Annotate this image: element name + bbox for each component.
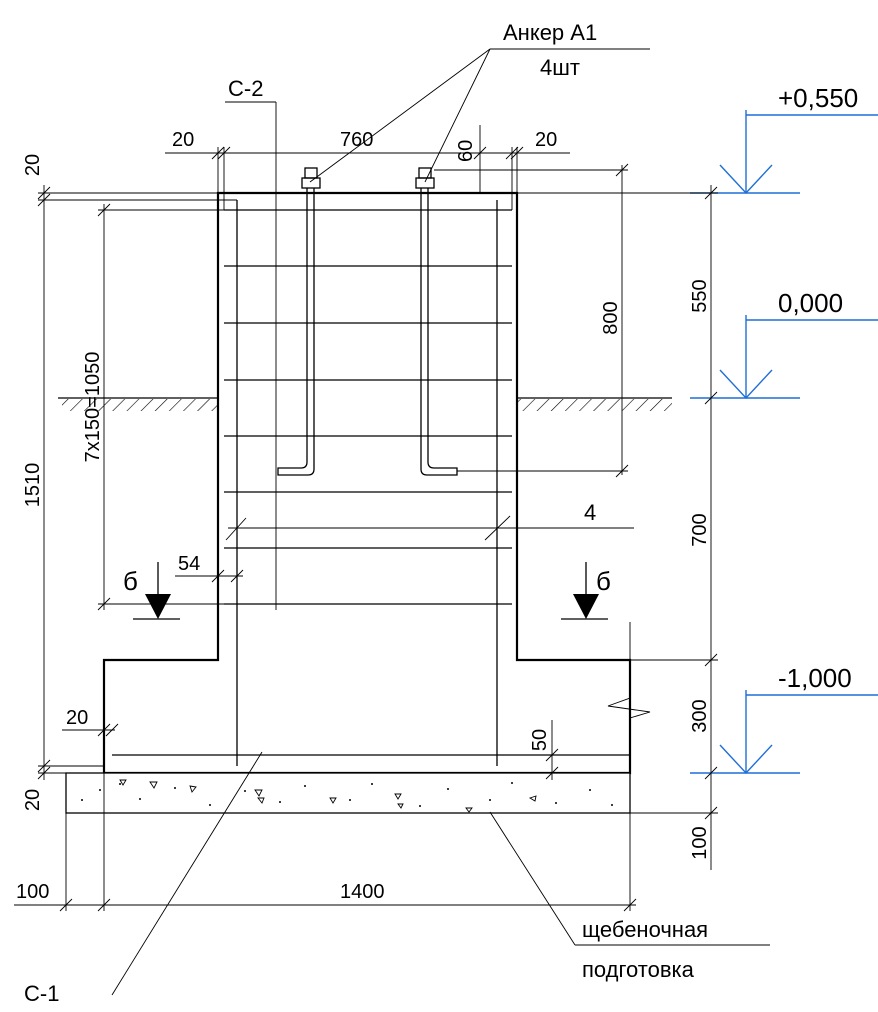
level-bottom-text: -1,000 <box>778 663 852 693</box>
level-ground-text: 0,000 <box>778 288 843 318</box>
position-4-label: 4 <box>584 500 596 525</box>
ground-hatch-right <box>517 399 672 411</box>
dim-side-cover-text: 54 <box>178 553 200 575</box>
dim-anchor-length <box>434 163 629 478</box>
dim-above-ground: 550 <box>689 279 711 312</box>
section-label-left: б <box>123 566 138 596</box>
dim-total-height <box>37 185 237 780</box>
anchor-right <box>415 167 458 476</box>
dim-bottom-chain <box>14 773 637 912</box>
rebar-top-label: С-2 <box>228 76 263 101</box>
dim-anchor-offset: 60 <box>455 140 477 162</box>
anchor-left <box>277 167 321 476</box>
dim-slab-left-cover <box>62 723 119 737</box>
foundation-outline <box>102 191 632 775</box>
dim-top-right-cover: 20 <box>535 129 557 151</box>
dim-side-cover <box>175 569 244 583</box>
dim-gravel-overhang-text: 100 <box>16 881 49 903</box>
dim-anchor-length-text: 800 <box>600 301 622 334</box>
gravel-label-2: подготовка <box>582 957 695 982</box>
dim-right-chain <box>517 185 718 870</box>
dim-slab-left-cover-text: 20 <box>66 707 88 729</box>
gravel-bed <box>65 772 631 814</box>
dim-bottom-vertical-cover: 20 <box>22 789 44 811</box>
gravel-leader <box>489 811 770 946</box>
dim-base-width-text: 1400 <box>340 881 385 903</box>
anchor-title: Анкер А1 <box>503 20 597 45</box>
dim-below-ground: 700 <box>689 513 711 546</box>
level-top-text: +0,550 <box>778 83 858 113</box>
level-marker-ground <box>690 315 878 400</box>
level-marker-top <box>690 110 878 195</box>
dim-top-vertical-cover: 20 <box>22 154 44 176</box>
section-mark-right <box>561 562 608 620</box>
dim-top-width: 760 <box>340 129 373 151</box>
dim-top-chain <box>165 125 570 210</box>
rebar-bottom-leader <box>111 751 263 996</box>
dim-bottom-cover-text: 50 <box>529 729 551 751</box>
rebar-top-leader <box>225 101 277 610</box>
dim-total-height-text: 1510 <box>22 463 44 508</box>
gravel-dots <box>81 782 613 807</box>
dim-gravel-thickness: 100 <box>689 826 711 859</box>
ground-hatch-left <box>62 399 218 411</box>
level-marker-bottom <box>690 690 878 775</box>
stirrups <box>224 209 512 605</box>
gravel-stones <box>119 779 537 813</box>
dim-bottom-cover <box>545 720 559 780</box>
anchor-count: 4шт <box>540 55 580 80</box>
dim-stirrup-spacing-text: 7х150=1050 <box>82 352 104 463</box>
rebar-bottom-label: С-1 <box>24 981 59 1006</box>
section-label-right: б <box>596 566 611 596</box>
dim-top-left-cover: 20 <box>172 129 194 151</box>
gravel-label-1: щебеночная <box>582 917 708 942</box>
position-4-leader <box>225 515 634 541</box>
dim-slab-height: 300 <box>689 699 711 732</box>
section-mark-left <box>133 562 180 620</box>
break-line <box>607 622 651 773</box>
anchor-leader <box>309 48 650 183</box>
